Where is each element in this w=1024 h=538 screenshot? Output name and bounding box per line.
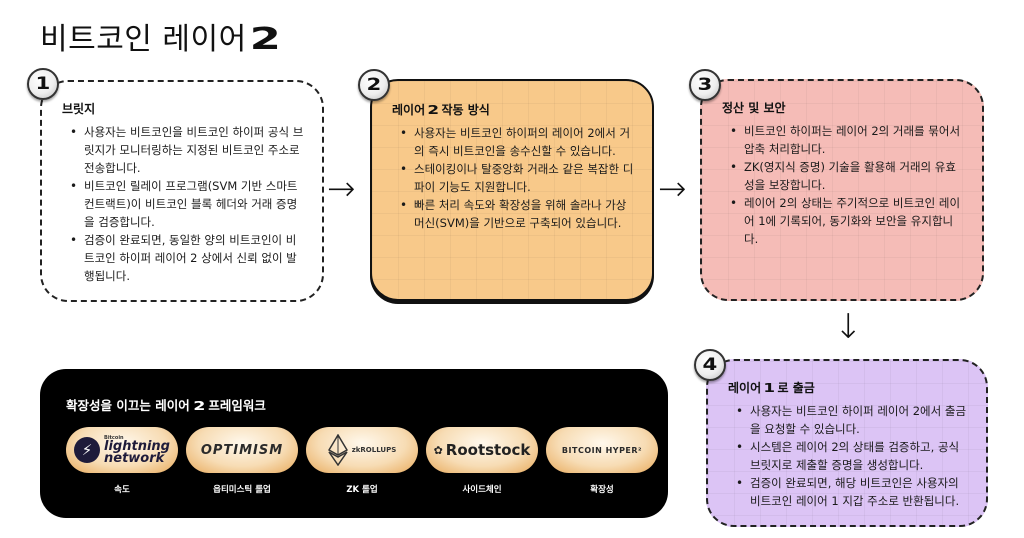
step-4-title-num: 1: [763, 381, 776, 395]
framework-bitcoin-hyper: BITCOIN HYPER² 확장성: [546, 427, 658, 495]
lightning-network-logo: ⚡ Bitcoin lightning network: [66, 427, 178, 473]
frameworks-title-pre: 확장성을 이끄는 레이어: [66, 398, 190, 413]
step-2-list: 사용자는 비트코인 하이퍼의 레이어 2에서 거의 즉시 비트코인을 송수신할 …: [392, 124, 634, 232]
step-1-title: 브릿지: [62, 102, 96, 116]
page-title-number: 2: [249, 22, 282, 57]
step-2-bullet-3: 빠른 처리 속도와 확장성을 위해 솔라나 가상머신(SVM)을 기반으로 구축…: [398, 196, 634, 232]
zkrollups-logo: zkROLLUPS: [306, 427, 418, 473]
step-1-number-badge: 1: [27, 68, 59, 100]
step-1-bullet-1: 사용자는 비트코인을 비트코인 하이퍼 공식 브릿지가 모니터링하는 지정된 비…: [68, 123, 304, 177]
step-4-bullet-3: 검증이 완료되면, 해당 비트코인은 사용자의 비트코인 레이어 1 지갑 주소…: [734, 474, 968, 510]
step-4-bullet-1: 사용자는 비트코인 하이퍼 레이어 2에서 출금을 요청할 수 있습니다.: [734, 402, 968, 438]
step-1-bullet-2: 비트코인 릴레이 프로그램(SVM 기반 스마트 컨트랙트)이 비트코인 블록 …: [68, 177, 304, 231]
optimism-logo: OPTIMISM: [186, 427, 298, 473]
rootstock-logo: ✿ Rootstock: [426, 427, 538, 473]
framework-label: 옵티미스틱 롤업: [213, 485, 271, 495]
frameworks-title-post: 프레임워크: [208, 398, 266, 413]
step-2-title-num: 2: [427, 103, 440, 117]
frameworks-title-num: 2: [192, 398, 206, 413]
step-4-title-pre: 레이어: [728, 381, 762, 395]
bitcoin-hyper-logo-text: BITCOIN HYPER²: [561, 445, 643, 455]
lightning-logo-line2: network: [104, 451, 165, 466]
step-1-number: 1: [35, 74, 51, 94]
rootstock-icon: ✿: [433, 443, 443, 457]
step-1-list: 사용자는 비트코인을 비트코인 하이퍼 공식 브릿지가 모니터링하는 지정된 비…: [62, 123, 304, 285]
framework-label: 확장성: [590, 485, 614, 495]
step-3-bullet-2: ZK(영지식 증명) 기술을 활용해 거래의 유효성을 보장합니다.: [728, 158, 964, 194]
step-2-title-post: 작동 방식: [441, 103, 490, 117]
step-2-bullet-1: 사용자는 비트코인 하이퍼의 레이어 2에서 거의 즉시 비트코인을 송수신할 …: [398, 124, 634, 160]
framework-lightning: ⚡ Bitcoin lightning network 속도: [66, 427, 178, 495]
ethereum-icon: [327, 434, 348, 466]
lightning-bolt-icon: ⚡: [74, 437, 101, 463]
step-4-title-post: 로 출금: [777, 381, 815, 395]
step-4-number: 4: [702, 355, 718, 375]
bitcoin-hyper-logo: BITCOIN HYPER²: [546, 427, 658, 473]
page-title: 비트코인 레이어2: [40, 14, 281, 58]
arrow-down-icon: ↓: [834, 307, 863, 347]
framework-label: 사이드체인: [462, 485, 502, 495]
framework-rootstock: ✿ Rootstock 사이드체인: [426, 427, 538, 495]
step-2-number: 2: [366, 75, 382, 95]
step-3-bullet-3: 레이어 2의 상태는 주기적으로 비트코인 레이어 1에 기록되어, 동기화와 …: [728, 194, 964, 248]
step-3-bullet-1: 비트코인 하이퍼는 레이어 2의 거래를 묶어서 압축 처리합니다.: [728, 122, 964, 158]
framework-optimism: OPTIMISM 옵티미스틱 롤업: [186, 427, 298, 495]
optimism-logo-text: OPTIMISM: [200, 442, 284, 458]
zkrollups-logo-text: zkROLLUPS: [351, 446, 397, 454]
arrow-right-icon: →: [327, 169, 356, 209]
page-title-text: 비트코인 레이어: [40, 22, 247, 57]
lightning-logo-small: Bitcoin: [104, 435, 124, 441]
step-3-number: 3: [697, 75, 713, 95]
framework-label: ZK 롤업: [346, 485, 378, 495]
step-1-bridge: 브릿지 사용자는 비트코인을 비트코인 하이퍼 공식 브릿지가 모니터링하는 지…: [40, 80, 324, 302]
rootstock-logo-text: Rootstock: [445, 441, 531, 459]
step-2-bullet-2: 스테이킹이나 탈중앙화 거래소 같은 복잡한 디파이 기능도 지원합니다.: [398, 160, 634, 196]
step-3-settlement-security: 정산 및 보안 비트코인 하이퍼는 레이어 2의 거래를 묶어서 압축 처리합니…: [700, 79, 984, 301]
step-3-list: 비트코인 하이퍼는 레이어 2의 거래를 묶어서 압축 처리합니다. ZK(영지…: [722, 122, 964, 248]
step-4-number-badge: 4: [694, 349, 726, 381]
step-3-number-badge: 3: [689, 69, 721, 101]
framework-label: 속도: [114, 485, 130, 495]
step-2-number-badge: 2: [358, 69, 390, 101]
step-4-list: 사용자는 비트코인 하이퍼 레이어 2에서 출금을 요청할 수 있습니다. 시스…: [728, 402, 968, 510]
step-1-bullet-3: 검증이 완료되면, 동일한 양의 비트코인이 비트코인 하이퍼 레이어 2 상에…: [68, 231, 304, 285]
lightning-logo-line1: lightning: [104, 439, 170, 454]
step-4-bullet-2: 시스템은 레이어 2의 상태를 검증하고, 공식 브릿지로 제출할 증명을 생성…: [734, 438, 968, 474]
framework-zkrollups: zkROLLUPS ZK 롤업: [306, 427, 418, 495]
arrow-right-icon: →: [658, 169, 687, 209]
step-2-title-pre: 레이어: [392, 103, 426, 117]
step-3-title: 정산 및 보안: [722, 101, 786, 115]
